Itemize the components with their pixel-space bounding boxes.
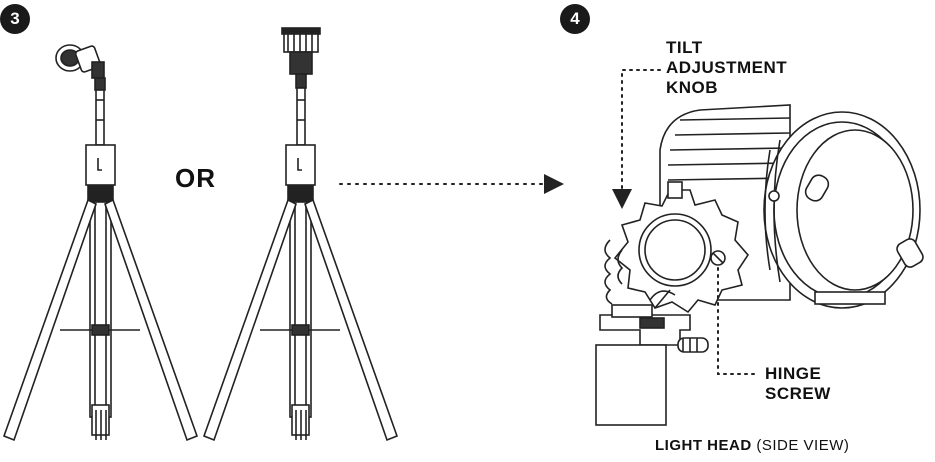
tripod-left-light-head	[55, 44, 105, 79]
hinge-screw-label: HINGE SCREW	[765, 364, 831, 404]
tilt-label-line-1: TILT	[666, 38, 703, 57]
hinge-label-line-2: SCREW	[765, 384, 831, 403]
tilt-leader-line	[612, 69, 661, 209]
step-4-badge: 4	[560, 4, 590, 34]
light-head-caption: LIGHT HEAD (SIDE VIEW)	[655, 437, 849, 454]
hinge-leader-line	[717, 267, 759, 375]
tilt-knob-label: TILT ADJUSTMENT KNOB	[666, 38, 787, 98]
tripod-right	[202, 27, 399, 442]
hinge-label-line-1: HINGE	[765, 364, 822, 383]
tripod-right-light-head	[281, 27, 321, 75]
tripod-left	[2, 44, 199, 442]
tilt-knob	[613, 181, 750, 314]
caption-normal: (SIDE VIEW)	[756, 437, 850, 454]
tilt-label-line-3: KNOB	[666, 78, 719, 97]
hinge-bracket	[595, 289, 709, 426]
light-head-side-view	[595, 104, 924, 426]
tilt-label-line-2: ADJUSTMENT	[666, 58, 788, 77]
caption-bold: LIGHT HEAD	[655, 437, 752, 454]
or-separator: OR	[175, 163, 216, 193]
step-3-badge: 3	[0, 4, 30, 34]
